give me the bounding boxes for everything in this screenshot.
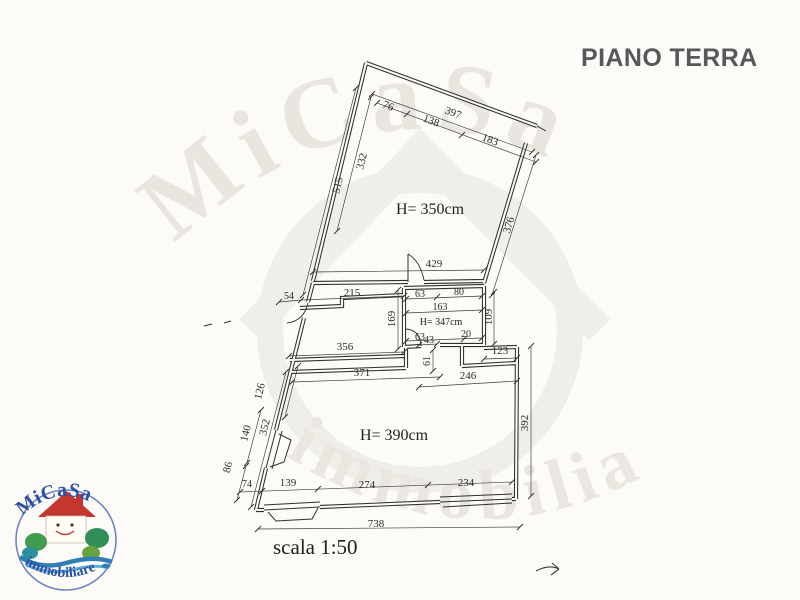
arrow-icon	[535, 562, 560, 576]
dimension-label: 109	[483, 308, 495, 325]
dimension-label: 234	[458, 477, 475, 489]
dimension-label: 61	[422, 356, 433, 366]
dimension-label: 123	[492, 345, 509, 357]
dimension-labels: 397 76 138 183 515 332 376 429 54 215 63…	[221, 99, 531, 530]
dimension-label: 397	[443, 105, 463, 122]
dimension-label: 163	[433, 302, 448, 313]
room-height-labels: H= 350cm H= 347cm H= 390cm	[360, 201, 465, 444]
dimension-label: 63	[415, 332, 425, 343]
dimension-label: 515	[330, 175, 346, 194]
dimension-label: 392	[519, 415, 531, 432]
dimension-label: 43	[424, 335, 434, 346]
agency-logo: MiCaSa immobiliare	[12, 479, 117, 591]
watermark: MiCaSa immobiliare	[0, 0, 647, 536]
dimension-label: 139	[280, 477, 297, 489]
dimension-label: 86	[221, 460, 235, 474]
dimension-label: 429	[426, 258, 443, 270]
dimension-label: 332	[354, 152, 370, 171]
watermark-roof-shape	[239, 128, 611, 341]
garden-icons	[22, 528, 109, 560]
dimension-label: 183	[480, 132, 500, 149]
dimension-label: 371	[354, 367, 371, 379]
water-wave-icon	[18, 555, 113, 574]
dimension-label: 274	[359, 479, 376, 491]
dimension-lines	[236, 87, 537, 530]
house-icon	[38, 491, 96, 544]
scale-label: scala 1:50	[273, 535, 358, 559]
watermark-wreath	[257, 167, 583, 493]
dimension-label: 356	[337, 341, 354, 353]
room-height-label: H= 350cm	[396, 201, 465, 218]
dimension-label: 352	[257, 418, 273, 437]
dimension-label: 246	[460, 370, 477, 382]
dimension-label: 140	[238, 423, 254, 442]
window-lines	[203, 125, 547, 522]
dimension-label: 74	[242, 479, 252, 490]
dimension-label: 738	[368, 518, 385, 530]
dimension-label: 80	[454, 287, 464, 298]
dimension-label: 126	[252, 381, 268, 400]
dimension-label: 215	[344, 287, 361, 299]
room-height-label: H= 347cm	[420, 317, 463, 328]
dimension-label: 138	[421, 113, 441, 130]
room-height-label: H= 390cm	[360, 427, 429, 444]
dimension-label: 54	[284, 291, 294, 302]
logo-ring	[15, 489, 117, 591]
page-title: PIANO TERRA	[581, 44, 758, 72]
dimension-label: 20	[461, 329, 471, 340]
dimension-ticks	[233, 84, 540, 533]
dimension-label: 169	[386, 310, 398, 327]
dimension-label: 376	[501, 215, 517, 235]
dimension-label: 63	[415, 289, 425, 300]
dimension-label: 76	[381, 99, 396, 114]
